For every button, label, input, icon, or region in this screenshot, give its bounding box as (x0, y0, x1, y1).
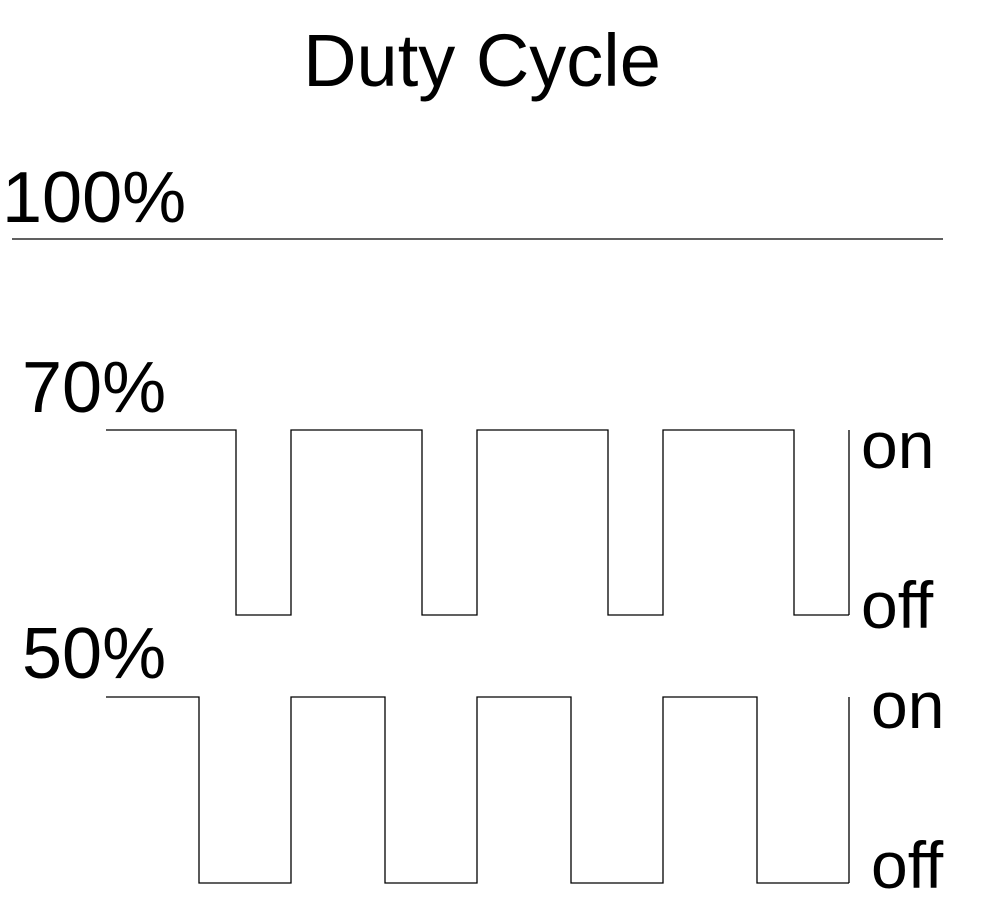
diagram-title: Duty Cycle (303, 19, 661, 102)
signal-50-off-label: off (871, 828, 944, 902)
signal-100-label: 100% (2, 158, 186, 238)
signal-70-waveform (106, 429, 849, 616)
signal-50-label: 50% (22, 614, 166, 694)
signal-50-on-label: on (871, 668, 944, 742)
signal-50-waveform (106, 696, 849, 884)
signal-70-on-label: on (861, 408, 934, 482)
signal-70-off-label: off (861, 568, 934, 642)
signal-70-label: 70% (22, 348, 166, 428)
